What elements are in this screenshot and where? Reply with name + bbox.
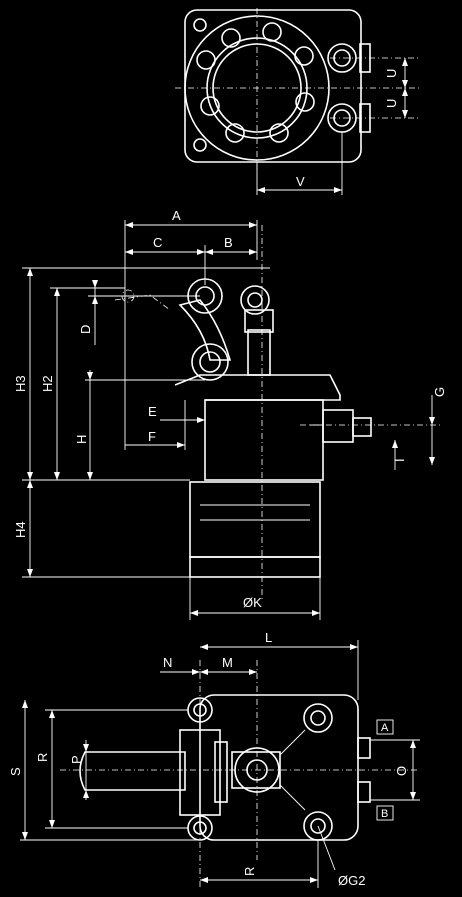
dim-label-B: B — [224, 235, 233, 250]
dim-label-O: O — [394, 766, 409, 776]
dim-label-H3: H3 — [13, 375, 28, 392]
dim-label-C: C — [153, 235, 162, 250]
dim-label-S: S — [8, 767, 23, 776]
dim-label-G: G — [432, 387, 447, 397]
dim-label-F: F — [148, 429, 156, 444]
dim-label-H: H — [74, 435, 89, 444]
dim-label-R2: R — [242, 867, 257, 876]
port-label-A: A — [381, 722, 389, 734]
dim-label-U1: U — [384, 69, 399, 78]
port-label-B: B — [381, 808, 388, 820]
dim-label-L: L — [265, 630, 272, 645]
dim-label-K: ØK — [243, 595, 262, 610]
dim-label-M: M — [222, 655, 233, 670]
top-view — [175, 8, 420, 195]
dim-label-D: D — [78, 325, 93, 334]
dim-label-E: E — [148, 404, 157, 419]
dim-label-H4: H4 — [13, 521, 28, 538]
dim-label-V: V — [296, 174, 305, 189]
dim-label-N: N — [163, 655, 172, 670]
dim-label-G2: ØG2 — [338, 873, 365, 888]
dim-label-P: P — [69, 755, 84, 764]
side-view — [22, 220, 440, 620]
plan-view — [20, 640, 420, 890]
dim-label-I: I — [392, 458, 407, 462]
dim-label-A: A — [172, 208, 181, 223]
dim-label-R1: R — [35, 753, 50, 762]
dim-label-U2: U — [384, 99, 399, 108]
dim-label-H2: H2 — [40, 375, 55, 392]
